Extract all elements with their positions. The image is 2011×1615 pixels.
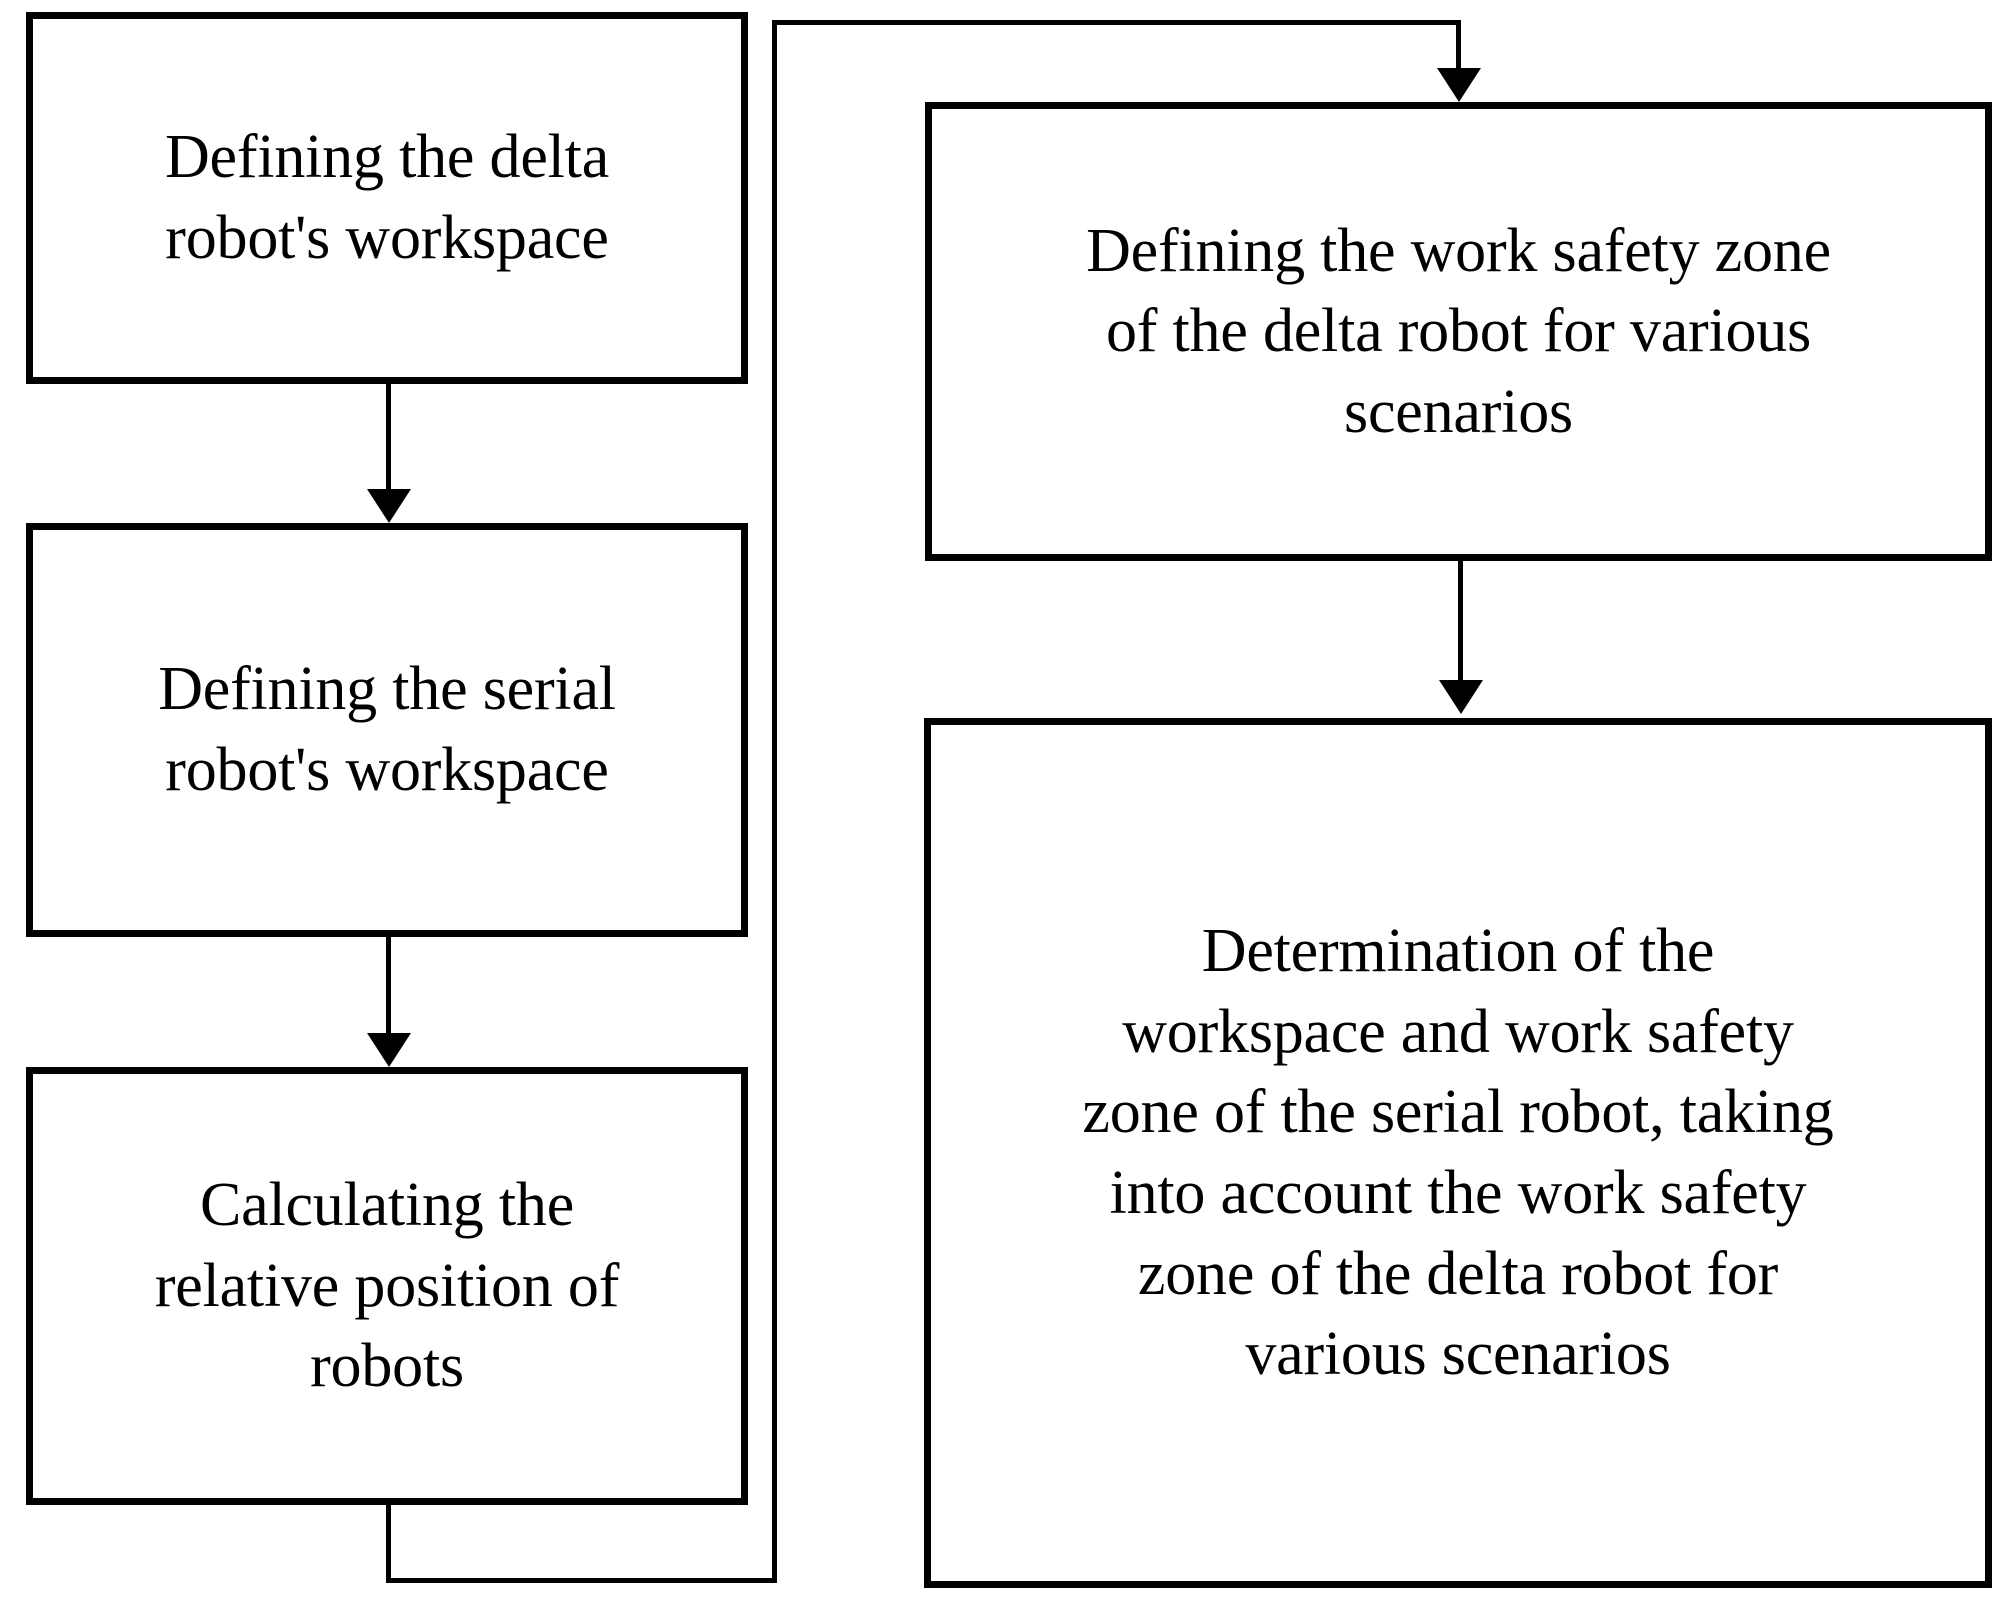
edge-relative-to-safety-segment-down: [386, 1505, 391, 1583]
node-delta-workspace: Defining the delta robot's workspace: [26, 12, 748, 384]
node-delta-safety-zone: Defining the work safety zone of the del…: [925, 102, 1992, 561]
node-serial-workspace-label: Defining the serial robot's workspace: [158, 655, 616, 804]
edge-relative-to-safety-segment-right-top: [772, 20, 1460, 25]
edge-safety-to-determination-line: [1458, 561, 1463, 682]
edge-relative-to-safety-segment-down-final: [1456, 20, 1461, 72]
edge-serial-to-relative-arrowhead: [367, 1033, 411, 1067]
node-serial-workspace: Defining the serial robot's workspace: [26, 523, 748, 937]
node-serial-determination-label: Determination of the workspace and work …: [1082, 917, 1834, 1389]
node-serial-determination: Determination of the workspace and work …: [924, 718, 1992, 1588]
node-delta-safety-zone-label: Defining the work safety zone of the del…: [1086, 216, 1831, 446]
node-relative-position-label: Calculating the relative position of rob…: [154, 1171, 620, 1401]
edge-relative-to-safety-segment-right-bottom: [386, 1578, 777, 1583]
edge-serial-to-relative-line: [386, 937, 391, 1037]
node-delta-workspace-label: Defining the delta robot's workspace: [164, 123, 610, 272]
edge-relative-to-safety-arrowhead: [1437, 68, 1481, 102]
edge-relative-to-safety-segment-up: [772, 20, 777, 1583]
node-relative-position: Calculating the relative position of rob…: [26, 1067, 748, 1505]
edge-safety-to-determination-arrowhead: [1439, 680, 1483, 714]
edge-delta-to-serial-line: [386, 384, 391, 491]
edge-delta-to-serial-arrowhead: [367, 489, 411, 523]
